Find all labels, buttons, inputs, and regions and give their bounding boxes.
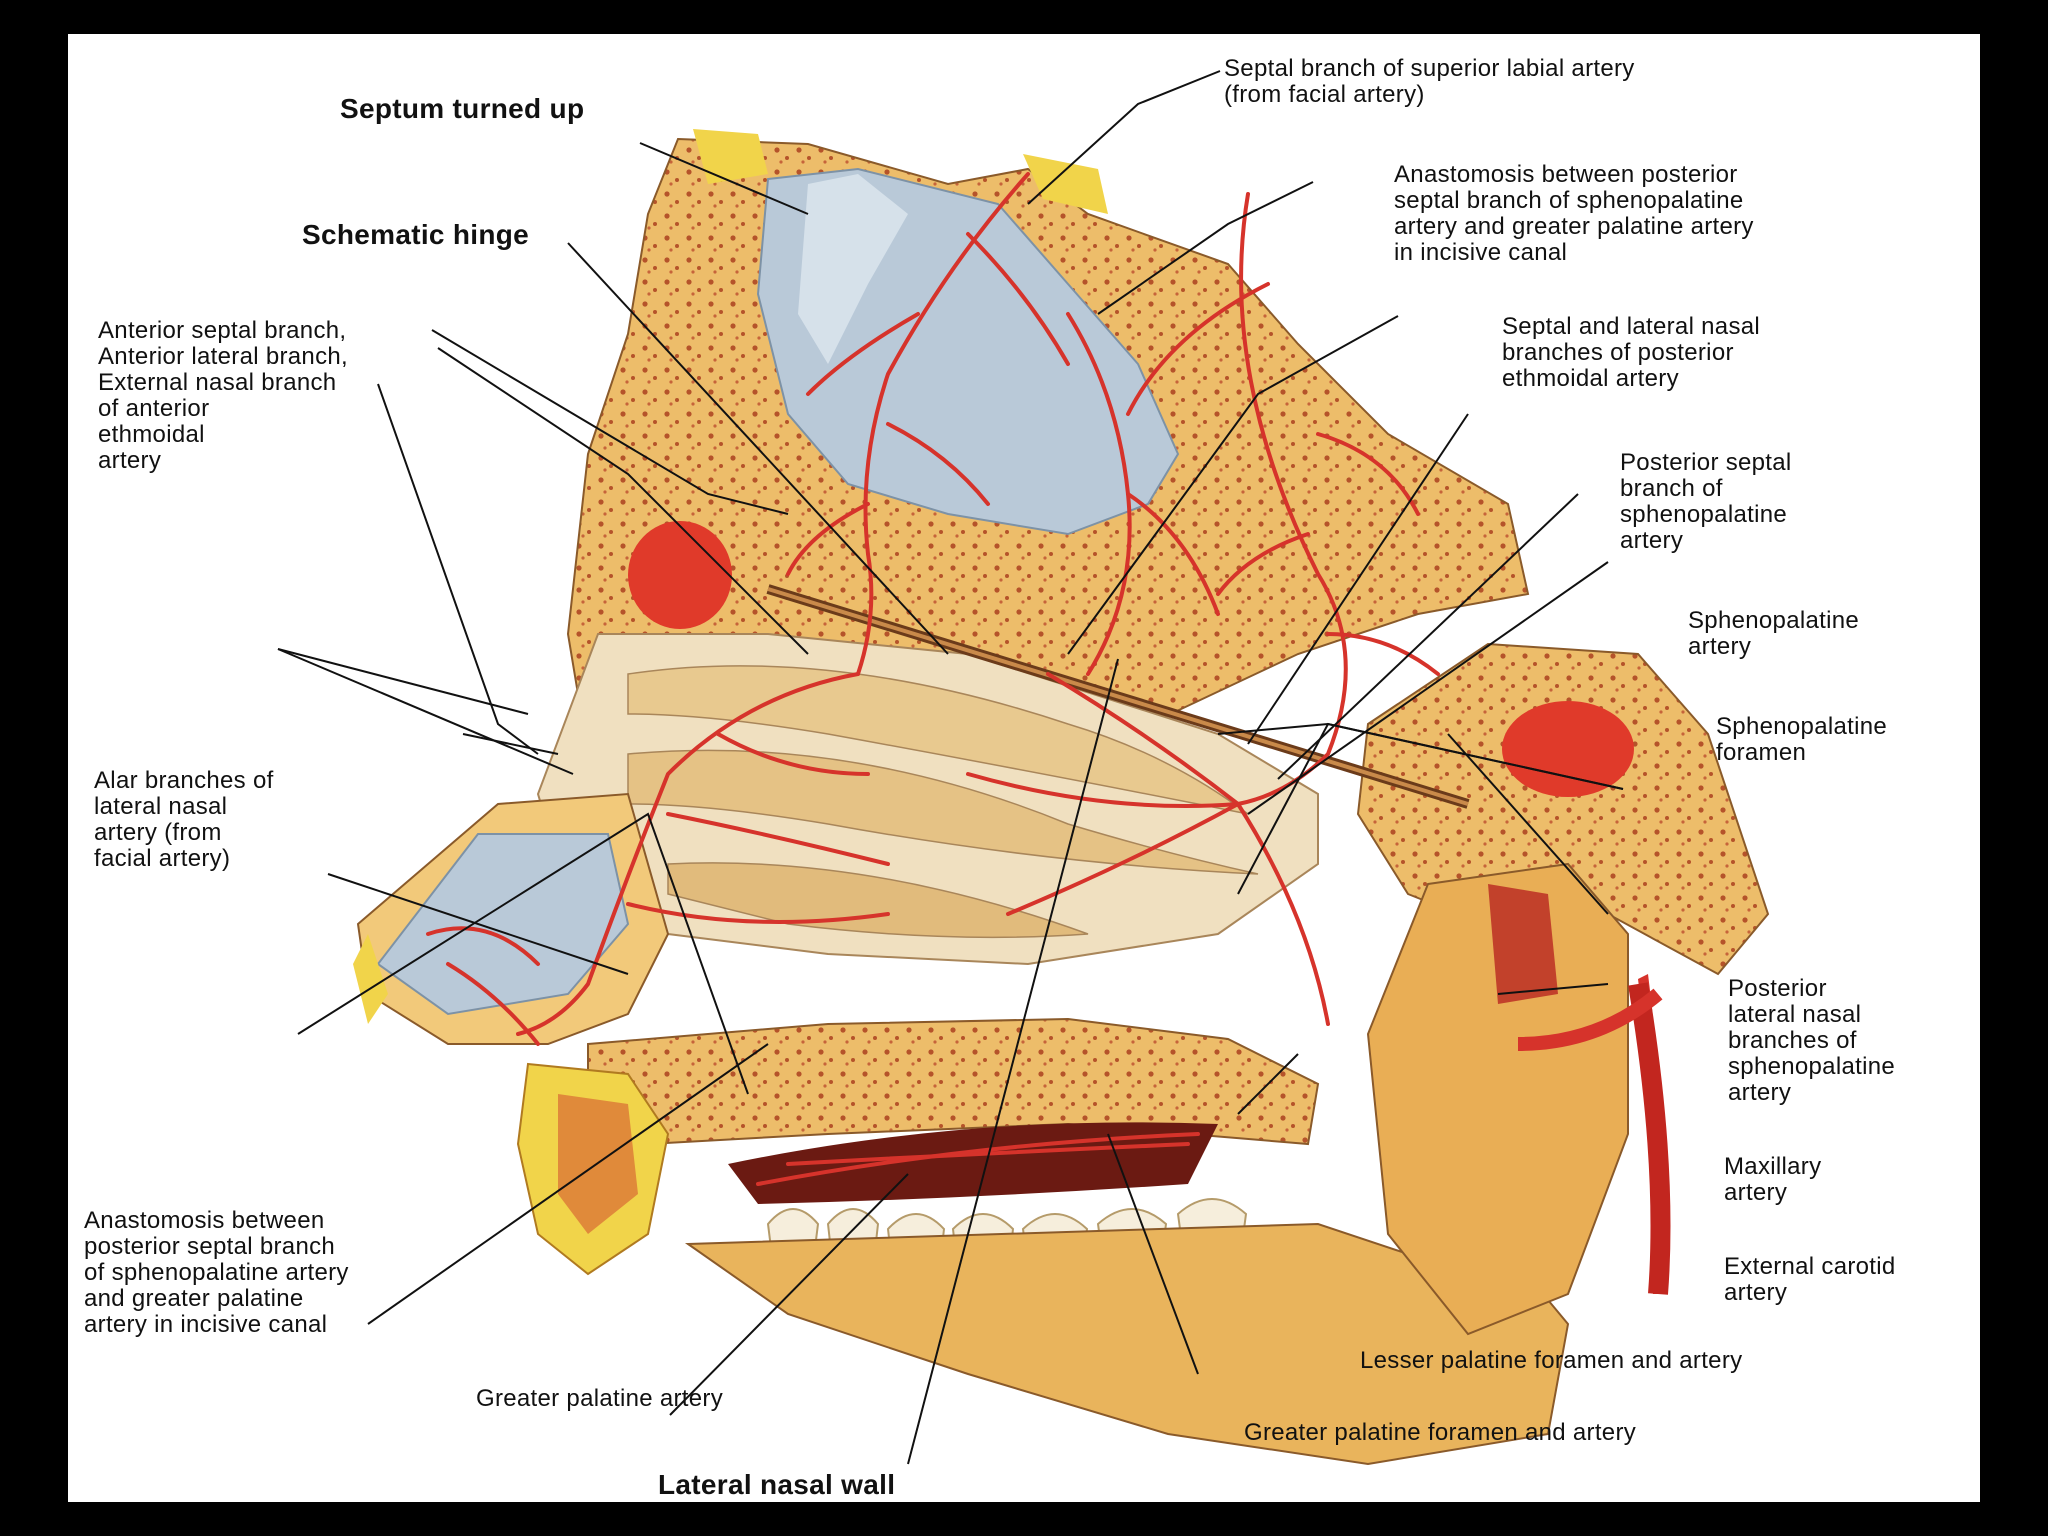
label-septal-superior-labial: Septal branch of superior labial artery … (1224, 55, 1635, 108)
leader-lines (277, 70, 1624, 1465)
label-sphenopalatine-artery: Sphenopalatine artery (1688, 607, 1860, 660)
label-posterior-septal-branch: Posterior septal branch of sphenopalatin… (1620, 449, 1792, 554)
frontal-sinus (628, 521, 732, 629)
fat-layer (693, 129, 768, 184)
label-alar-branches: Alar branches of lateral nasal artery (f… (94, 767, 274, 872)
label-anastomosis-incisive-left: Anastomosis between posterior septal bra… (84, 1207, 349, 1338)
mandible (684, 1222, 1570, 1466)
label-sphenopalatine-foramen: Sphenopalatine foramen (1716, 713, 1888, 766)
label-greater-palatine-foramen: Greater palatine foramen and artery (1244, 1419, 1637, 1446)
anatomical-illustration (277, 70, 1770, 1466)
arterial-network (426, 172, 1440, 1186)
label-lateral-nasal-wall: Lateral nasal wall (658, 1469, 896, 1500)
label-posterior-ethmoidal: Septal and lateral nasal branches of pos… (1502, 313, 1761, 392)
label-posterior-lateral-nasal: Posterior lateral nasal branches of sphe… (1728, 975, 1896, 1106)
oral-cavity (728, 1122, 1218, 1204)
sphenoid-sinus (1502, 701, 1634, 797)
label-maxillary-artery: Maxillary artery (1724, 1153, 1822, 1206)
pterygoid-region (1366, 862, 1629, 1336)
label-lesser-palatine: Lesser palatine foramen and artery (1360, 1347, 1743, 1374)
label-schematic-hinge: Schematic hinge (302, 219, 530, 250)
maxillary-artery-vessel (1517, 988, 1663, 1051)
label-anterior-ethmoidal-branches: Anterior septal branch, Anterior lateral… (98, 317, 348, 474)
label-septum-turned-up: Septum turned up (340, 93, 585, 124)
label-greater-palatine-artery: Greater palatine artery (476, 1385, 724, 1412)
label-anastomosis-incisive-right: Anastomosis between posterior septal bra… (1394, 161, 1754, 266)
label-external-carotid: External carotid artery (1724, 1253, 1896, 1306)
figure-panel: Septum turned up Schematic hinge Anterio… (68, 34, 1980, 1502)
